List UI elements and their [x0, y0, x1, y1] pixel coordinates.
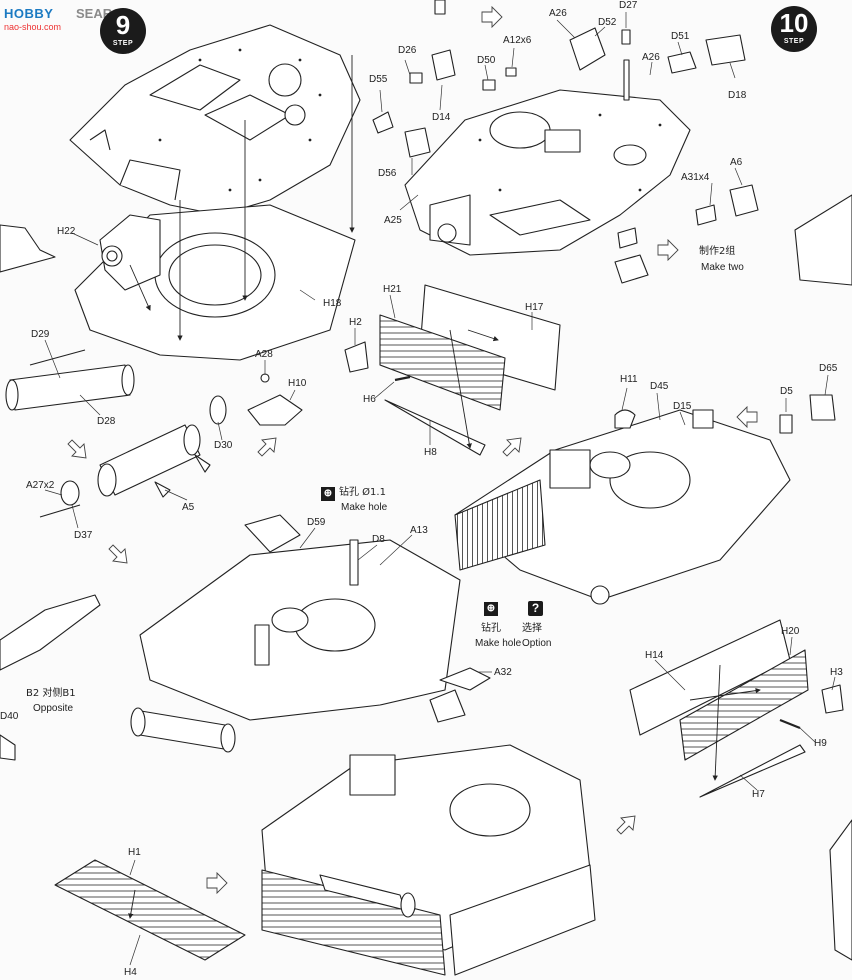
note-drill-zh: 钻孔 Ø1.1	[339, 487, 386, 498]
note-make-two-en: Make two	[701, 262, 744, 273]
step9-turret-top	[69, 24, 361, 216]
label-a12x6: A12x6	[503, 35, 532, 46]
label-d56: D56	[378, 168, 397, 179]
label-h8: H8	[424, 447, 437, 458]
label-d26: D26	[398, 45, 417, 56]
step10-turret	[404, 89, 691, 256]
label-a6: A6	[730, 157, 743, 168]
label-h9: H9	[814, 738, 827, 749]
label-d28: D28	[97, 416, 116, 427]
right-fragment-lower	[829, 819, 852, 961]
label-d30: D30	[214, 440, 233, 451]
part-d30-cylinder	[97, 395, 227, 498]
label-a27x2: A27x2	[26, 480, 55, 491]
left-fragment-d40	[0, 734, 16, 761]
label-d40: D40	[0, 711, 19, 722]
label-d45: D45	[650, 381, 669, 392]
grille-set-lower	[629, 619, 844, 798]
step-9-number: 9	[115, 10, 131, 40]
right-fragment-upper	[794, 194, 852, 286]
note-drill2-en: Make hole	[475, 638, 522, 649]
drill-icon-2: ⊕	[484, 602, 498, 616]
step-9-badge: 9 STEP	[100, 8, 146, 54]
label-h14: H14	[645, 650, 664, 661]
label-a26-top: A26	[549, 8, 567, 19]
label-d15: D15	[673, 401, 692, 412]
label-a25: A25	[384, 215, 402, 226]
label-h3: H3	[830, 667, 843, 678]
part-d37	[39, 480, 81, 518]
note-option-en: Option	[522, 638, 552, 649]
step-10-number: 10	[779, 8, 809, 38]
label-b2-opposite: B2 对侧B1	[26, 688, 76, 699]
label-a32: A32	[494, 667, 512, 678]
note-drill2-zh: 钻孔	[481, 623, 501, 634]
label-a28: A28	[255, 349, 273, 360]
label-h2: H2	[349, 317, 362, 328]
label-h1: H1	[128, 847, 141, 858]
step-9-word: STEP	[112, 40, 134, 47]
label-h21: H21	[383, 284, 402, 295]
step-10-badge: 10 STEP	[771, 6, 817, 52]
step-10-word: STEP	[783, 38, 805, 45]
label-h18: H18	[323, 298, 342, 309]
label-d8: D8	[372, 534, 385, 545]
label-d52: D52	[598, 17, 617, 28]
label-d55: D55	[369, 74, 388, 85]
watermark-site: nao-shou.com	[4, 22, 62, 32]
label-h11: H11	[620, 374, 638, 385]
question-icon: ?	[528, 601, 543, 616]
label-d37: D37	[74, 530, 93, 541]
label-a5: A5	[182, 502, 195, 513]
label-h10: H10	[288, 378, 307, 389]
part-h22	[99, 214, 161, 291]
left-fragment-upper	[0, 224, 56, 273]
label-d14: D14	[432, 112, 451, 123]
label-a13: A13	[410, 525, 428, 536]
label-d29: D29	[31, 329, 50, 340]
label-h6: H6	[363, 394, 376, 405]
label-d51: D51	[671, 31, 690, 42]
label-a26-right: A26	[642, 52, 660, 63]
part-d28-d29	[5, 349, 135, 411]
note-option-zh: 选择	[522, 623, 542, 634]
drill-icon: ⊕	[321, 487, 335, 501]
note-make-two-zh: 制作2组	[699, 246, 736, 257]
watermark-brand: HOBBY	[4, 6, 54, 21]
step10-small-parts	[372, 0, 759, 284]
label-d50: D50	[477, 55, 496, 66]
label-b2-opposite-en: Opposite	[33, 703, 74, 714]
label-a31x4: A31x4	[681, 172, 710, 183]
label-h17: H17	[525, 302, 544, 313]
label-d5: D5	[780, 386, 793, 397]
label-h7: H7	[752, 789, 765, 800]
hull-assembly-center	[130, 514, 491, 753]
label-h22: H22	[57, 226, 76, 237]
label-d65: D65	[819, 363, 838, 374]
hull-assembly-right	[454, 394, 836, 605]
label-d59: D59	[307, 517, 326, 528]
label-d27: D27	[619, 0, 638, 11]
hull-assembly-bottom	[261, 744, 596, 976]
label-h4: H4	[124, 967, 137, 978]
label-h20: H20	[781, 626, 800, 637]
label-d18: D18	[728, 90, 747, 101]
left-fragment-b2	[0, 594, 101, 671]
grille-h1-h4	[54, 859, 246, 961]
note-drill-en: Make hole	[341, 502, 388, 513]
